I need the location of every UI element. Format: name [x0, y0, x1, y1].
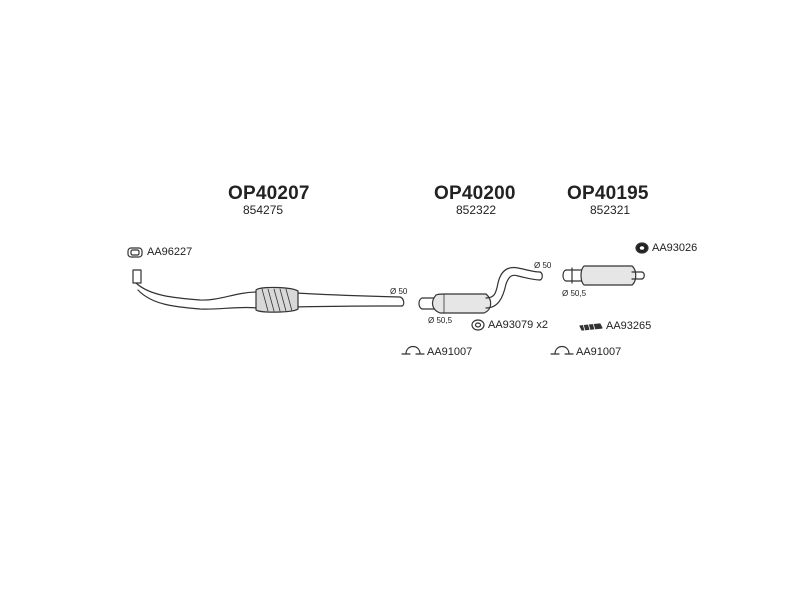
diameter-middle-outlet: Ø 50 — [534, 261, 552, 270]
gasket-icon — [127, 247, 143, 258]
part-code-clamp-right: AA91007 — [576, 346, 622, 358]
rubber-mount-icon — [635, 242, 649, 254]
section-ref-852321: 852321 — [590, 203, 631, 217]
diameter-middle-inlet: Ø 50,5 — [428, 316, 453, 325]
section-title-op40207: OP40207 — [228, 183, 310, 204]
seal-ring-icon — [471, 319, 485, 331]
clamp-icon-left — [401, 345, 425, 355]
part-code-clamp-left: AA91007 — [427, 346, 473, 358]
part-code-hanger-strip: AA93265 — [606, 320, 652, 332]
section-ref-852322: 852322 — [456, 203, 497, 217]
diameter-front-pipe-end: Ø 50 — [390, 287, 408, 296]
part-code-rubber-mount: AA93026 — [652, 242, 698, 254]
section-title-op40200: OP40200 — [434, 183, 516, 204]
section-title-op40195: OP40195 — [567, 183, 649, 204]
hanger-strip-icon — [579, 322, 603, 332]
section-ref-854275: 854275 — [243, 203, 284, 217]
diameter-rear-inlet: Ø 50,5 — [562, 289, 587, 298]
part-code-gasket: AA96227 — [147, 246, 193, 258]
middle-silencer — [418, 266, 543, 314]
catalytic-converter — [255, 286, 299, 313]
clamp-icon-right — [550, 345, 574, 355]
rear-silencer — [562, 265, 645, 286]
part-code-seal-ring: AA93079 x2 — [488, 319, 548, 331]
